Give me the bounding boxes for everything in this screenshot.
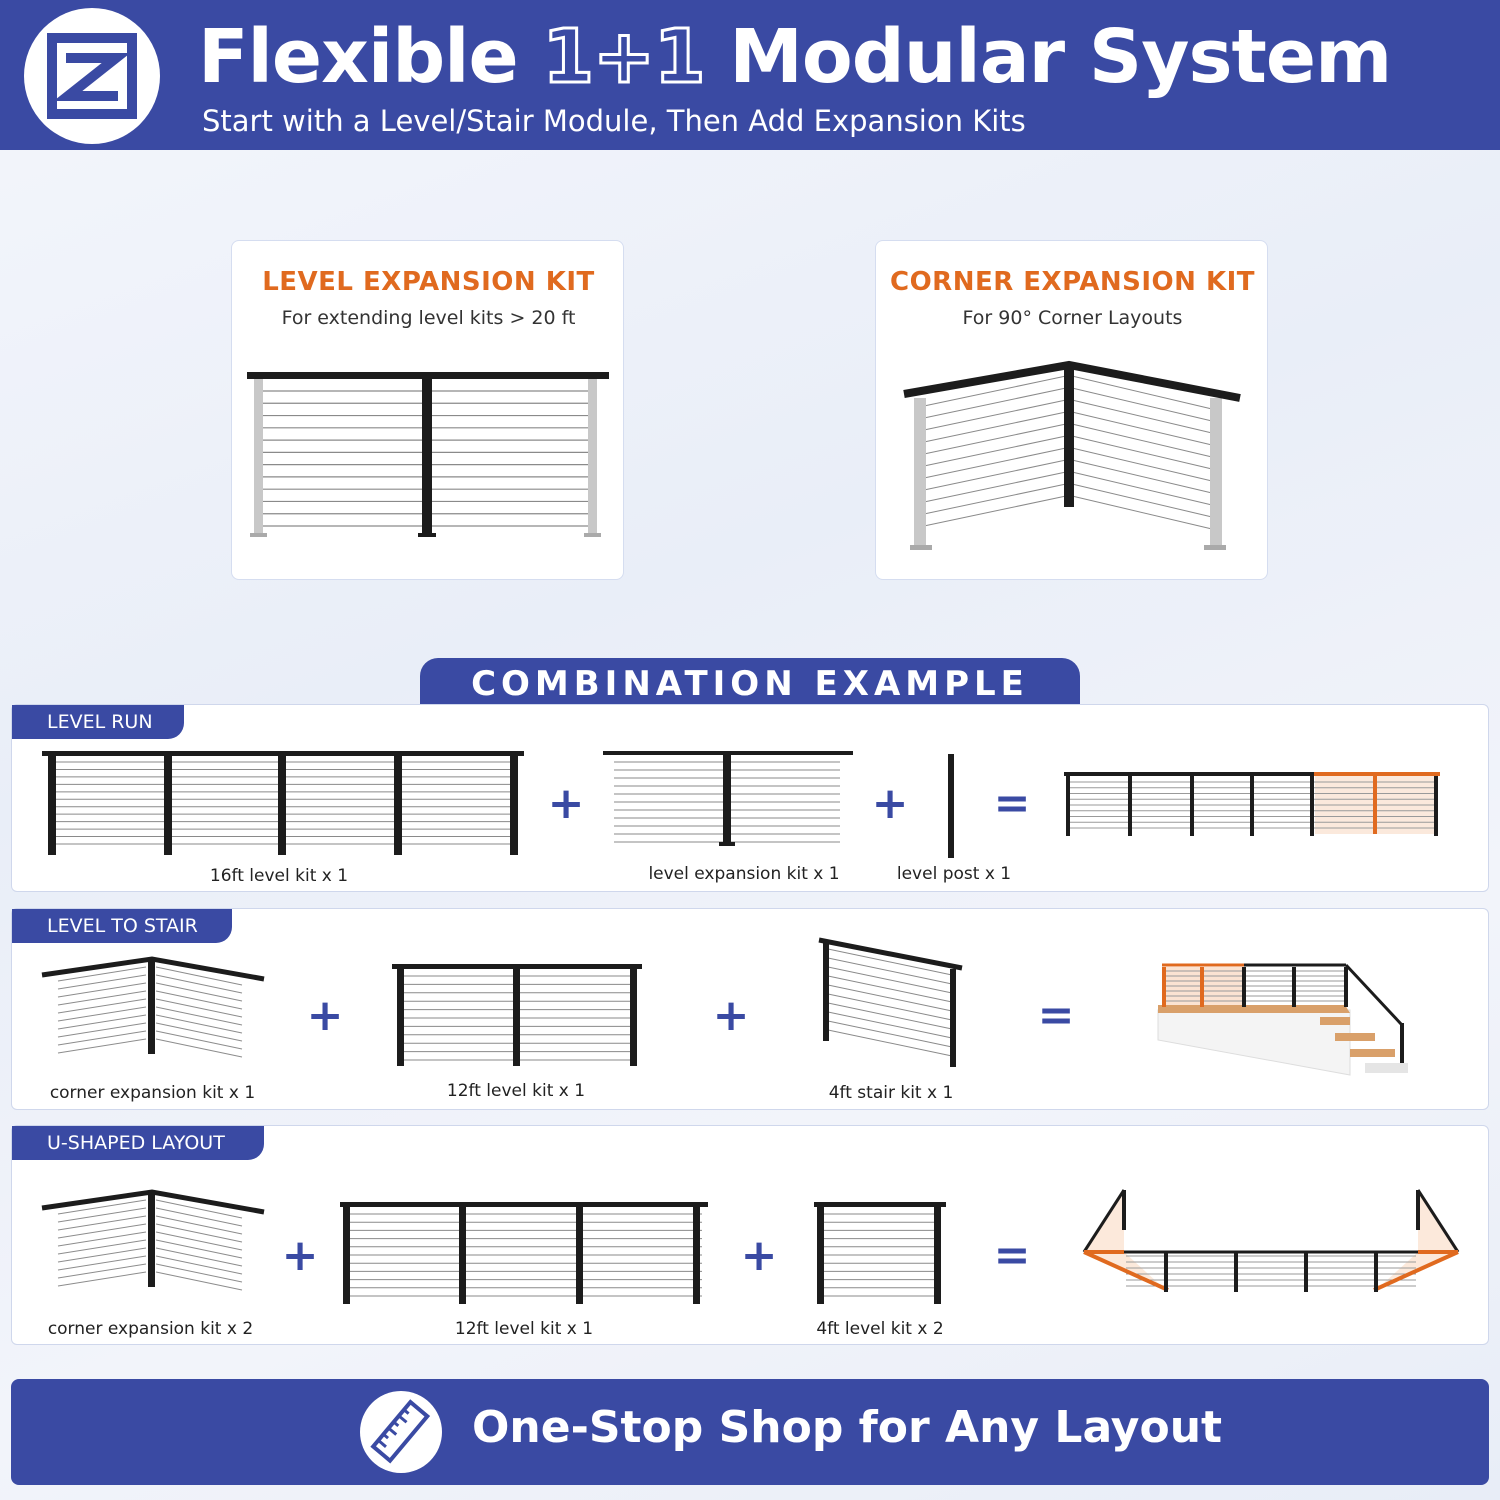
title-number: 1+1 xyxy=(541,13,707,102)
level-run-result-illustration xyxy=(1064,772,1440,836)
16ft-level-kit-illustration xyxy=(42,751,524,855)
plus-operator: + xyxy=(281,1230,319,1281)
footer-icon-badge xyxy=(360,1391,442,1473)
corner-expansion-railing-illustration xyxy=(903,360,1241,550)
level-run-section: LEVEL RUN xyxy=(11,704,1489,892)
title-suffix: Modular System xyxy=(704,14,1392,100)
level-expansion-railing-illustration xyxy=(247,372,609,537)
u-shaped-result-illustration xyxy=(1082,1189,1460,1292)
level-kit-title: LEVEL EXPANSION KIT xyxy=(262,267,595,297)
footer-banner xyxy=(11,1379,1489,1485)
equals-operator: = xyxy=(993,1230,1031,1281)
equals-operator: = xyxy=(1037,990,1075,1041)
u-shaped-caption-1: corner expansion kit x 2 xyxy=(47,1319,254,1339)
plus-operator: + xyxy=(306,990,344,1041)
12ft-level-kit-illustration xyxy=(340,1202,708,1304)
4ft-stair-kit-illustration xyxy=(818,937,963,1067)
u-shaped-caption-2: 12ft level kit x 1 xyxy=(454,1319,594,1339)
level-run-caption-2: level expansion kit x 1 xyxy=(648,864,840,884)
corner-expansion-kit-illustration xyxy=(41,1189,265,1291)
plus-operator: + xyxy=(712,990,750,1041)
page-subtitle: Start with a Level/Stair Module, Then Ad… xyxy=(202,104,1026,138)
title-prefix: Flexible xyxy=(198,14,543,100)
plus-operator: + xyxy=(740,1230,778,1281)
level-run-label: LEVEL RUN xyxy=(12,705,184,739)
header-banner xyxy=(0,0,1500,150)
level-expansion-kit-card: LEVEL EXPANSION KIT For extending level … xyxy=(231,240,624,580)
page-title: Flexible 1+1 Modular System xyxy=(198,13,1392,102)
level-to-stair-label: LEVEL TO STAIR xyxy=(12,909,232,943)
4ft-level-kit-illustration xyxy=(814,1202,946,1304)
level-post-illustration xyxy=(948,754,954,858)
combination-example-heading: COMBINATION EXAMPLE xyxy=(420,658,1080,710)
brand-logo xyxy=(24,8,160,144)
equals-operator: = xyxy=(993,778,1031,829)
level-stair-caption-3: 4ft stair kit x 1 xyxy=(828,1083,954,1103)
12ft-level-kit-illustration xyxy=(392,964,642,1066)
level-run-caption-1: 16ft level kit x 1 xyxy=(209,866,349,886)
corner-kit-subtitle: For 90° Corner Layouts xyxy=(962,307,1183,329)
level-stair-caption-2: 12ft level kit x 1 xyxy=(446,1081,586,1101)
zigzag-square-logo-icon xyxy=(47,33,137,119)
ruler-icon xyxy=(370,1399,431,1464)
u-shaped-layout-label: U-SHAPED LAYOUT xyxy=(12,1126,264,1160)
u-shaped-caption-3: 4ft level kit x 2 xyxy=(816,1319,944,1339)
plus-operator: + xyxy=(871,778,909,829)
level-expansion-kit-illustration xyxy=(603,751,853,846)
corner-expansion-kit-illustration xyxy=(41,956,265,1058)
level-stair-caption-1: corner expansion kit x 1 xyxy=(49,1083,256,1103)
level-kit-subtitle: For extending level kits > 20 ft xyxy=(281,307,576,329)
corner-expansion-kit-card: CORNER EXPANSION KIT For 90° Corner Layo… xyxy=(875,240,1268,580)
u-shaped-layout-section: U-SHAPED LAYOUT xyxy=(11,1125,1489,1345)
level-run-caption-3: level post x 1 xyxy=(896,864,1012,884)
corner-kit-title: CORNER EXPANSION KIT xyxy=(889,267,1256,297)
plus-operator: + xyxy=(547,778,585,829)
level-to-stair-result-illustration xyxy=(1157,963,1408,1076)
footer-tagline: One-Stop Shop for Any Layout xyxy=(472,1402,1223,1453)
